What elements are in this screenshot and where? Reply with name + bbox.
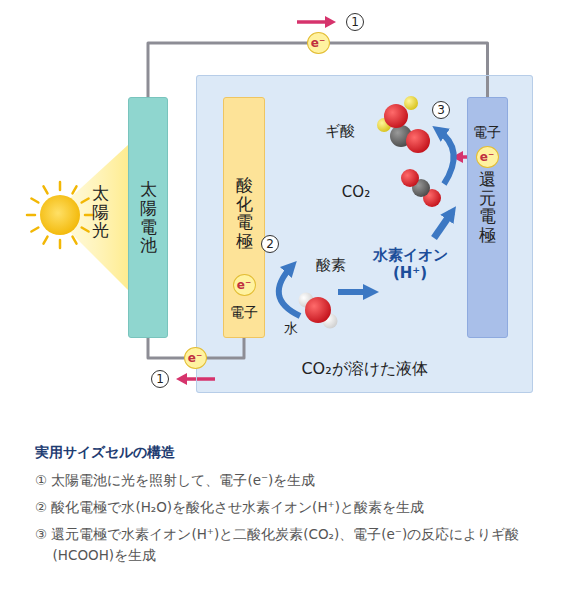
callout-number: 1 — [346, 13, 364, 31]
sun-ray — [44, 237, 48, 244]
callout-number: 1 — [151, 370, 169, 388]
electron-symbol: e⁻ — [480, 151, 494, 163]
reaction-arrow — [434, 212, 452, 238]
co2-label: CO₂ — [342, 183, 370, 201]
region-label: CO₂が溶けた液体 — [197, 359, 532, 380]
step-text: ③ 還元電極で水素イオン(H⁺)と二酸化炭素(CO₂)、電子(e⁻)の反応により… — [35, 524, 530, 566]
callout-number: 2 — [261, 235, 279, 253]
sun-rays — [27, 182, 93, 248]
electron-badge: e⁻ — [307, 32, 330, 54]
water-label: 水 — [284, 320, 298, 337]
reaction-arrow — [279, 266, 300, 316]
liquid-fill — [196, 75, 533, 393]
liquid-region: CO₂が溶けた液体 酸化電極 e⁻ 還元電極 e⁻ — [196, 75, 533, 393]
sun-ray — [31, 228, 38, 232]
hydrogen-ion-label: 水素イオン (H⁺) — [370, 246, 450, 282]
sun-ray — [59, 240, 62, 248]
formic-acid-molecule — [377, 96, 430, 153]
callout-number: 3 — [432, 101, 450, 119]
section-title: 実用サイズセルの構造 — [35, 444, 175, 462]
electron-badge: e⁻ — [184, 347, 207, 369]
sun-ray — [44, 186, 48, 193]
solar-cell: 太陽電池 — [128, 97, 168, 338]
step-text: ② 酸化電極で水(H₂O)を酸化させ水素イオン(H⁺)と酸素を生成 — [35, 497, 530, 518]
sun-ray — [73, 237, 77, 244]
sun-ray — [31, 199, 38, 203]
electron-arrow — [182, 377, 215, 381]
electron-label: 電子 — [473, 124, 501, 141]
sun-ray — [82, 228, 89, 232]
electron-symbol: e⁻ — [311, 37, 325, 49]
water-molecule — [299, 293, 338, 329]
light-label: 太陽光 — [92, 184, 109, 240]
step-text: ① 太陽電池に光を照射して、電子(e⁻)を生成 — [35, 470, 530, 491]
reaction-arrow — [438, 130, 454, 184]
electron-arrow — [297, 20, 330, 24]
sun-ray — [27, 214, 35, 217]
reaction-arrow — [338, 289, 372, 295]
oxygen-label: 酸素 — [316, 256, 346, 274]
electron-symbol: e⁻ — [188, 352, 202, 364]
co2-molecule — [401, 169, 441, 207]
sun — [40, 195, 80, 235]
electron-symbol: e⁻ — [237, 279, 251, 291]
oxidation-electrode: 酸化電極 e⁻ — [223, 97, 265, 338]
formic-acid-label: ギ酸 — [325, 122, 355, 140]
electron-badge: e⁻ — [476, 146, 499, 168]
sun-ray — [82, 199, 89, 203]
node-label: 酸化電極 — [236, 176, 253, 251]
electron-label: 電子 — [230, 304, 258, 321]
node-label: 太陽電池 — [140, 180, 157, 255]
sun-ray — [73, 186, 77, 193]
electron-badge: e⁻ — [233, 274, 256, 296]
sun-ray — [59, 182, 62, 190]
node-label: 還元電極 — [479, 170, 496, 245]
